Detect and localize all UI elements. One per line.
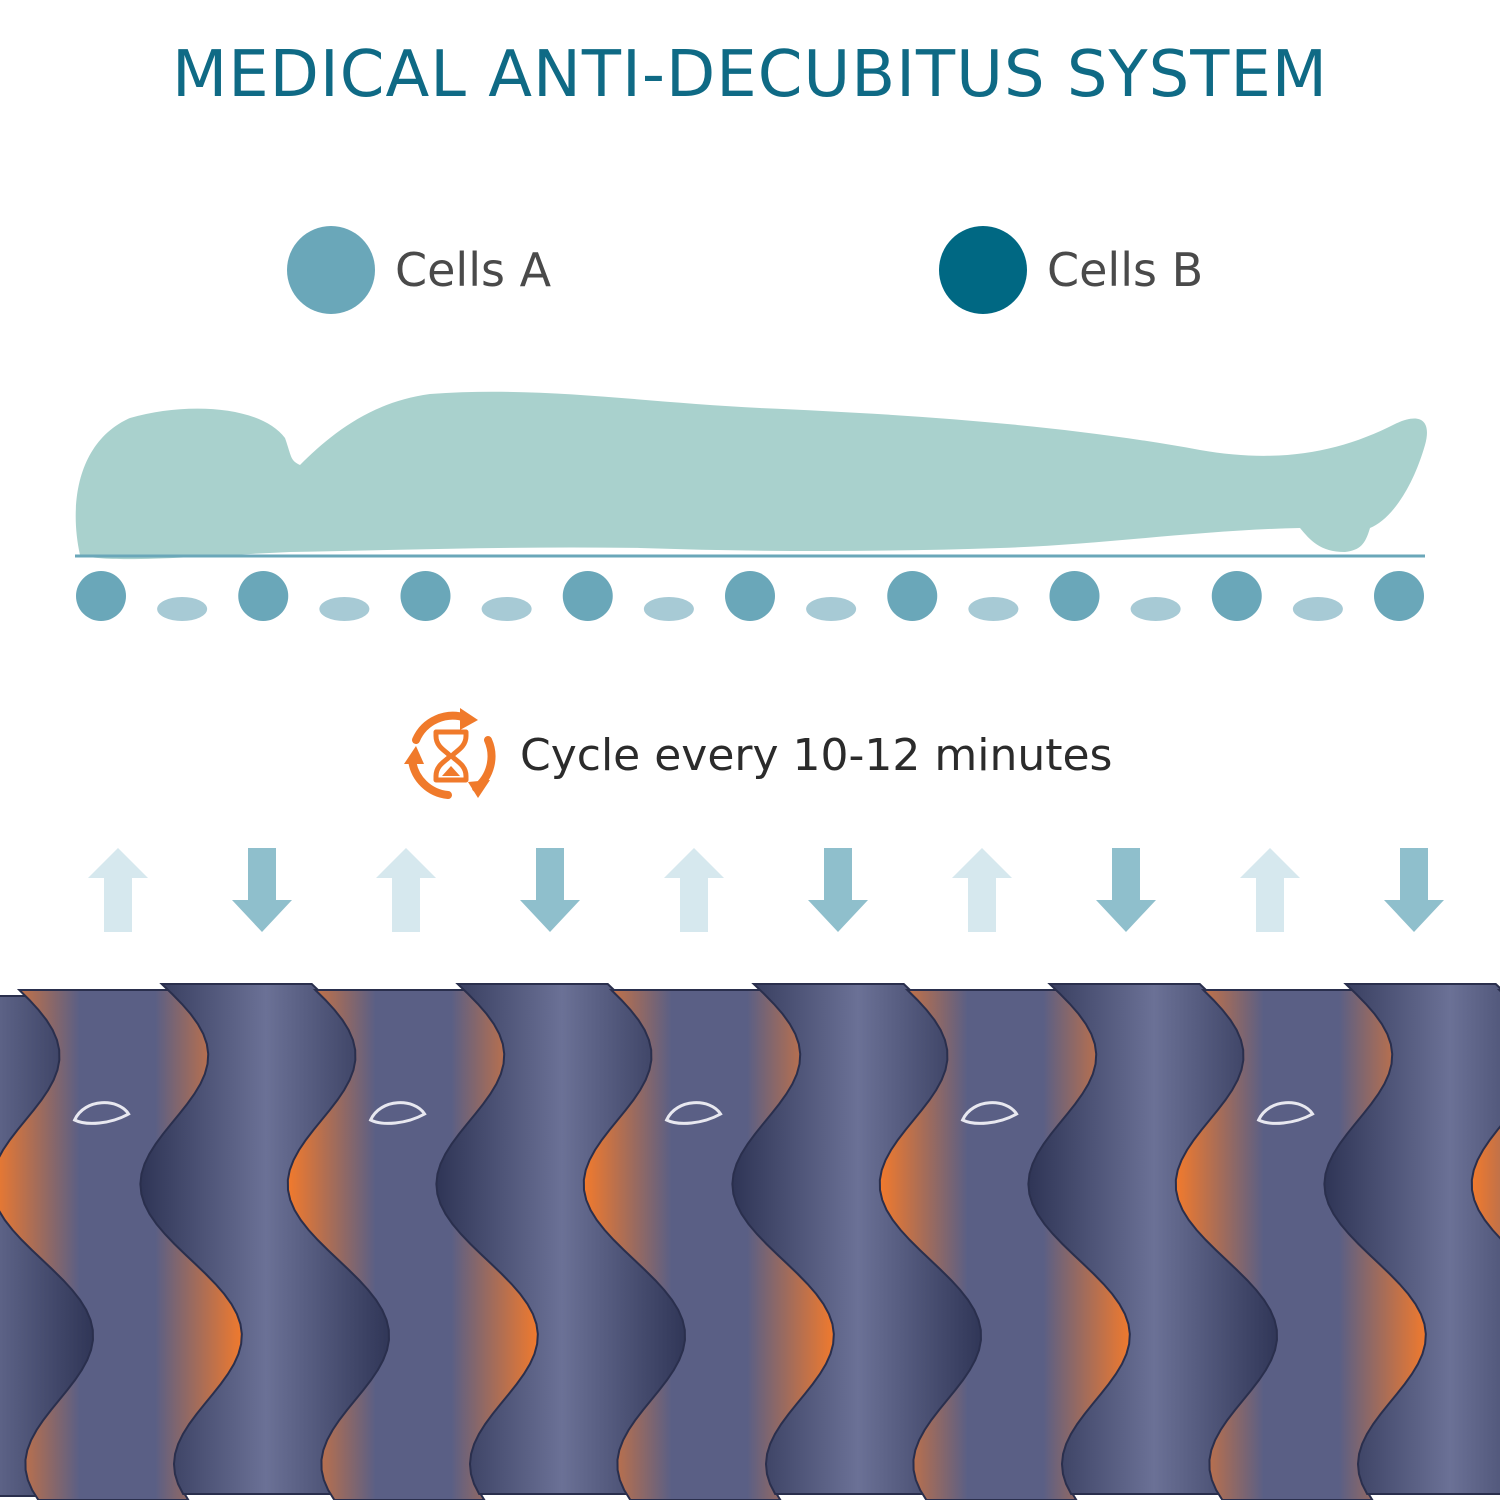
valve-icon [72,1101,131,1125]
legend-cells-a: Cells A [287,226,551,314]
arrow-down-icon [520,848,580,932]
body-silhouette [75,391,1427,560]
cell-deflated [481,597,532,621]
cell-deflated [1292,597,1343,621]
mattress-tubes [0,983,1500,1500]
cell-deflated [319,597,370,621]
tube-orange [1470,989,1500,1240]
arrow-down-icon [808,848,868,932]
hourglass-cycle-icon [404,708,496,799]
arrow-down-icon [1096,848,1156,932]
valve-icon [664,1101,723,1125]
valve-icon [1256,1101,1315,1125]
cells-row [76,571,1424,621]
arrow-up-icon [952,848,1012,932]
arrow-up-icon [664,848,724,932]
cycle-info: Cycle every 10-12 minutes [396,700,1112,810]
cell-inflated [1049,571,1100,621]
cells-b-swatch [939,226,1027,314]
cell-inflated [725,571,775,621]
cell-inflated [1211,571,1262,621]
arrow-up-icon [376,848,436,932]
valve-icon [368,1101,427,1125]
cell-deflated [1130,597,1181,621]
cells-a-swatch [287,226,375,314]
cell-deflated [157,597,208,621]
cycle-text: Cycle every 10-12 minutes [520,729,1113,781]
cell-deflated [806,597,857,621]
cell-inflated [238,571,289,621]
cell-inflated [1374,571,1424,621]
cell-inflated [562,571,613,621]
cell-inflated [887,571,938,621]
mattress-photo [0,960,1500,1500]
valve-icon [960,1101,1019,1125]
arrow-up-icon [1240,848,1300,932]
page-title: MEDICAL ANTI-DECUBITUS SYSTEM [171,38,1329,112]
arrow-down-icon [1384,848,1444,932]
arrow-up-icon [88,848,148,932]
legend-cells-b: Cells B [939,226,1203,314]
cell-inflated [400,571,451,621]
cell-deflated [968,597,1019,621]
body-on-cells-diagram [75,391,1427,621]
cell-deflated [643,597,694,621]
cell-inflated [76,571,126,621]
cells-b-label: Cells B [1047,243,1204,297]
pressure-arrows [88,848,1444,932]
arrow-down-icon [232,848,292,932]
cells-a-label: Cells A [395,243,552,297]
